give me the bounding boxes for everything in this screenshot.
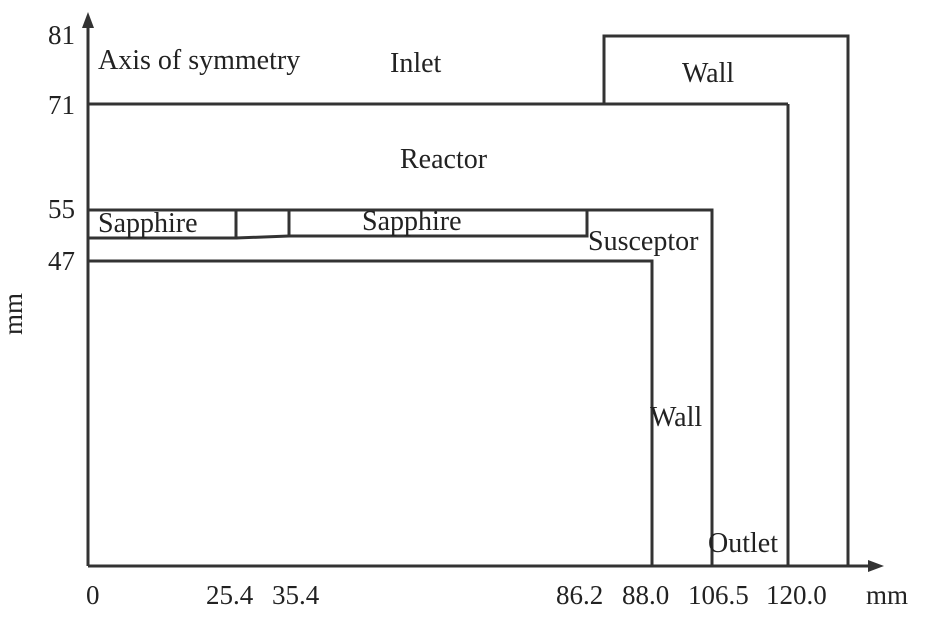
y-tick-47: 47 — [48, 246, 75, 276]
x-tick-106-5: 106.5 — [688, 580, 749, 610]
x-tick-0: 0 — [86, 580, 100, 610]
x-tick-35-4: 35.4 — [272, 580, 320, 610]
x-tick-86-2: 86.2 — [556, 580, 603, 610]
label-inlet: Inlet — [390, 48, 442, 79]
y-tick-81: 81 — [48, 20, 75, 50]
label-reactor: Reactor — [400, 144, 488, 175]
x-tick-120-0: 120.0 — [766, 580, 827, 610]
label-sapphire-right: Sapphire — [362, 206, 462, 237]
y-tick-55: 55 — [48, 194, 75, 224]
x-tick-25-4: 25.4 — [206, 580, 254, 610]
sapphire-right-rect — [287, 208, 589, 238]
y-axis-arrowhead — [82, 12, 94, 28]
y-axis-unit: mm — [0, 293, 28, 335]
susceptor-outer-boundary — [88, 208, 714, 566]
y-tick-71: 71 — [48, 90, 75, 120]
label-wall-top: Wall — [682, 58, 734, 89]
x-axis-unit: mm — [866, 580, 908, 610]
sapphire-left-rect — [86, 208, 238, 240]
susceptor-lower-boundary — [88, 259, 654, 566]
label-axis-of-symmetry: Axis of symmetry — [98, 45, 300, 76]
x-axis-arrowhead — [868, 560, 884, 572]
label-susceptor: Susceptor — [588, 226, 699, 257]
label-sapphire-left: Sapphire — [98, 208, 198, 239]
susceptor-top-surface-gap — [235, 234, 290, 240]
label-outlet: Outlet — [708, 528, 778, 559]
outer-wall-outline — [602, 34, 850, 566]
x-tick-88-0: 88.0 — [622, 580, 669, 610]
label-wall-inner: Wall — [650, 402, 702, 433]
